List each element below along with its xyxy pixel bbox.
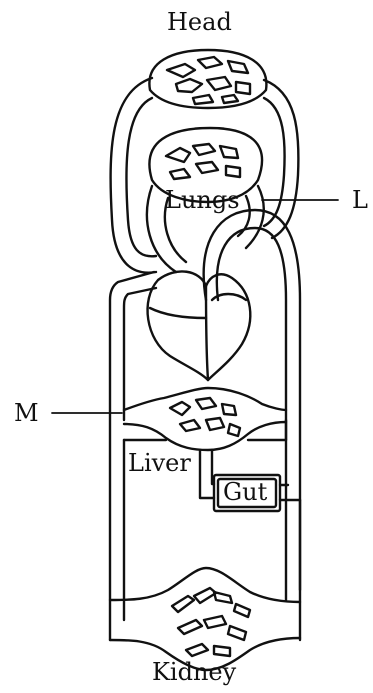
lungs-label: Lungs — [165, 188, 240, 212]
aorta-to-head — [264, 80, 298, 238]
right-descending-vessel — [286, 500, 300, 640]
heart — [148, 271, 251, 380]
kidney-capillary-bed — [110, 568, 300, 670]
kidney-label: Kidney — [152, 660, 236, 684]
pointer-label-m: M — [14, 401, 39, 425]
head-vein-loop — [111, 78, 156, 273]
head-label: Head — [167, 10, 232, 34]
gut-label: Gut — [223, 480, 267, 504]
pointer-label-l: L — [352, 188, 368, 212]
head-capillary-bed — [149, 50, 266, 108]
liver-label: Liver — [128, 451, 191, 475]
